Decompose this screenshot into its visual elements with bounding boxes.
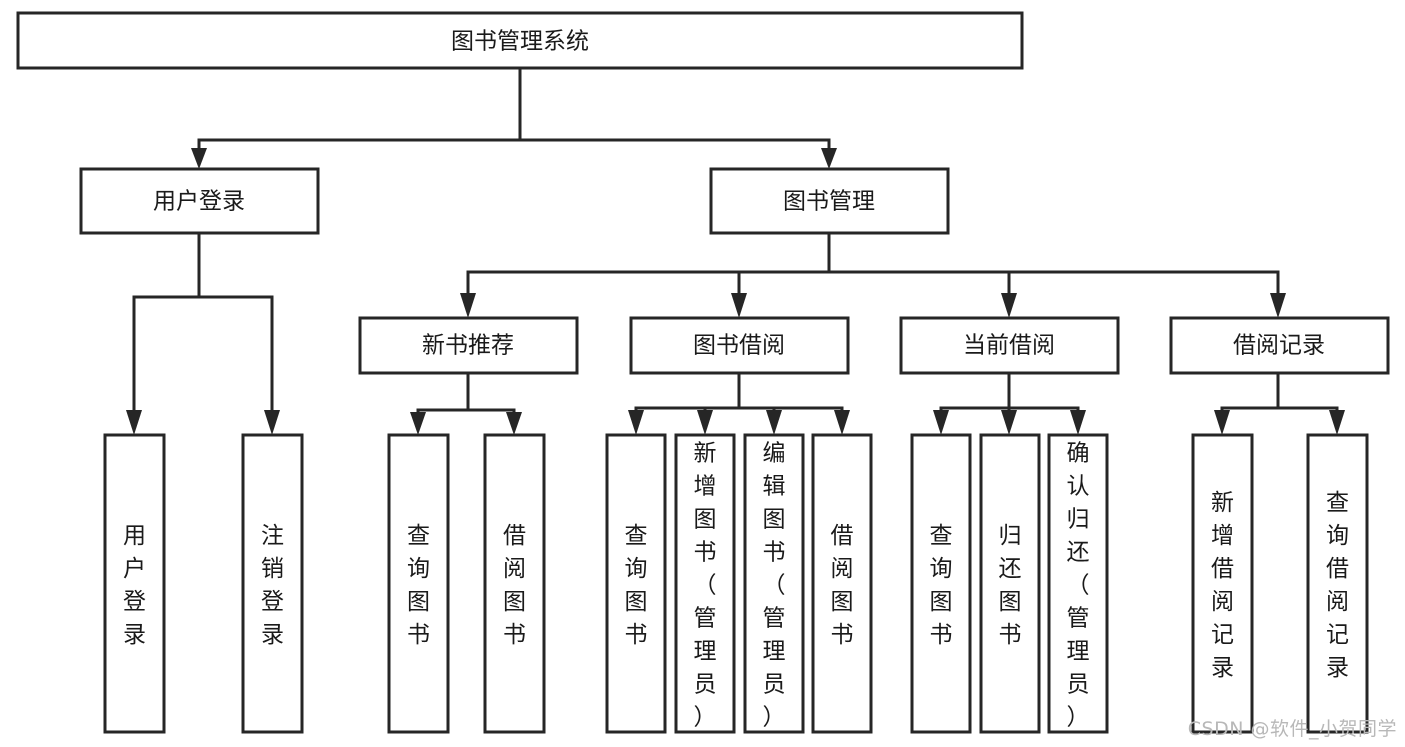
node-book-manage-box[interactable] <box>709 167 950 235</box>
connector-newbook-to-leaves <box>410 371 522 435</box>
leaf-user-login-label: 用户登录 <box>123 523 146 648</box>
leaf-add-record-label: 新增借阅记录 <box>1211 490 1234 681</box>
leaf-borrow-book-1-box[interactable] <box>483 433 546 734</box>
leaf-borrow-book-2[interactable] <box>811 433 873 734</box>
leaf-confirm-return-box[interactable] <box>1047 433 1109 734</box>
leaf-borrow-book-1-label: 借阅图书 <box>503 523 526 648</box>
csdn-watermark: CSDN @软件_小贺同学 <box>1187 718 1397 740</box>
node-current-borrow-label: 当前借阅 <box>963 333 1055 359</box>
leaf-query-book-1-label: 查询图书 <box>407 523 430 648</box>
connector-bookborrow-to-leaves <box>628 371 850 435</box>
node-borrow-record-box[interactable] <box>1169 316 1390 375</box>
node-user-login-label: 用户登录 <box>153 189 245 215</box>
leaf-confirm-return-label: 确认归还（管理员） <box>1067 441 1090 731</box>
leaf-return-book[interactable] <box>979 433 1041 734</box>
node-new-book-recommend-box[interactable] <box>358 316 579 375</box>
node-book-borrow-box[interactable] <box>629 316 850 375</box>
node-book-borrow[interactable]: 图书借阅 <box>629 316 850 375</box>
node-root-box[interactable] <box>16 11 1024 70</box>
node-book-manage[interactable]: 图书管理 <box>709 167 950 235</box>
leaf-logout[interactable] <box>241 433 304 734</box>
node-user-login-box[interactable] <box>79 167 320 235</box>
leaf-query-book-1[interactable] <box>387 433 450 734</box>
node-book-borrow-label: 图书借阅 <box>693 333 785 359</box>
leaf-user-login-box[interactable] <box>103 433 166 734</box>
leaf-confirm-return[interactable] <box>1047 433 1109 734</box>
leaf-borrow-book-2-box[interactable] <box>811 433 873 734</box>
node-current-borrow-box[interactable] <box>899 316 1120 375</box>
leaf-query-book-2-box[interactable] <box>605 433 667 734</box>
node-new-book-recommend[interactable]: 新书推荐 <box>358 316 579 375</box>
leaf-query-book-3-label: 查询图书 <box>930 523 953 648</box>
node-user-login[interactable]: 用户登录 <box>79 167 320 235</box>
leaf-add-record[interactable] <box>1191 433 1254 734</box>
leaf-return-book-box[interactable] <box>979 433 1041 734</box>
leaf-query-record[interactable] <box>1306 433 1369 734</box>
leaf-edit-book[interactable] <box>743 433 805 734</box>
leaf-logout-box[interactable] <box>241 433 304 734</box>
leaf-labels-layer: 用户登录 注销登录 查询图书 借阅图书 查询图书 新增图书（管理员） 编辑图书（管理员） 借阅… <box>123 441 1349 731</box>
leaf-add-book-label: 新增图书（管理员） <box>694 441 717 731</box>
leaf-query-book-2-label: 查询图书 <box>625 523 648 648</box>
leaf-query-record-box[interactable] <box>1306 433 1369 734</box>
node-borrow-record-label: 借阅记录 <box>1233 333 1325 359</box>
node-borrow-record[interactable]: 借阅记录 <box>1169 316 1390 375</box>
connector-borrowrecord-to-leaves <box>1214 371 1345 435</box>
leaf-query-record-label: 查询借阅记录 <box>1326 490 1349 681</box>
connector-bookmanage-to-level3 <box>460 231 1286 318</box>
leaf-add-book-box[interactable] <box>674 433 736 734</box>
leaf-user-login[interactable] <box>103 433 166 734</box>
leaf-query-book-3-box[interactable] <box>910 433 972 734</box>
node-root[interactable]: 图书管理系统 <box>16 11 1024 70</box>
leaf-query-book-2[interactable] <box>605 433 667 734</box>
leaf-edit-book-label: 编辑图书（管理员） <box>763 441 786 731</box>
leaf-add-book[interactable] <box>674 433 736 734</box>
connector-userlogin-to-leaves <box>126 231 280 435</box>
connector-currentborrow-to-leaves <box>933 371 1086 435</box>
node-current-borrow[interactable]: 当前借阅 <box>899 316 1120 375</box>
leaf-return-book-label: 归还图书 <box>999 523 1022 648</box>
leaf-borrow-book-2-label: 借阅图书 <box>831 523 854 648</box>
leaf-add-record-box[interactable] <box>1191 433 1254 734</box>
node-new-book-recommend-label: 新书推荐 <box>422 333 514 359</box>
leaf-borrow-book-1[interactable] <box>483 433 546 734</box>
connector-root-to-level2 <box>191 66 837 169</box>
node-book-manage-label: 图书管理 <box>783 189 875 215</box>
node-root-label: 图书管理系统 <box>451 29 589 55</box>
leaf-edit-book-box[interactable] <box>743 433 805 734</box>
leaf-query-book-1-box[interactable] <box>387 433 450 734</box>
leaf-logout-label: 注销登录 <box>261 523 284 648</box>
leaf-query-book-3[interactable] <box>910 433 972 734</box>
